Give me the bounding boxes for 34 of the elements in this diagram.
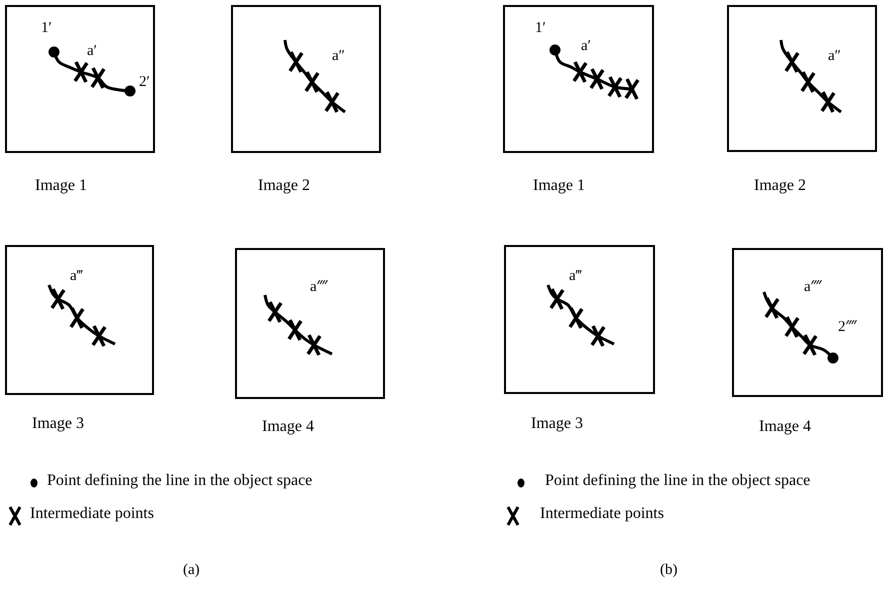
point-label: 2⁗ (838, 320, 856, 335)
image-caption: Image 3 (531, 415, 583, 433)
legend-text: Intermediate points (540, 505, 664, 523)
image-caption: Image 3 (32, 415, 84, 433)
point-label: a‴ (70, 269, 83, 284)
image-frame (727, 5, 877, 152)
image-caption: Image 4 (262, 418, 314, 436)
image-frame (732, 248, 883, 397)
point-label: 1′ (41, 21, 52, 36)
image-caption: Image 1 (35, 177, 87, 195)
point-label: a⁗ (310, 280, 328, 295)
legend-text: Point defining the line in the object space (545, 472, 810, 490)
panel-label: (b) (660, 562, 678, 579)
point-label: 1′ (535, 21, 546, 36)
panel-label: (a) (183, 562, 200, 579)
point-label: 2′ (139, 75, 150, 90)
point-label: a‴ (569, 269, 582, 284)
image-frame (5, 5, 155, 153)
image-frame (504, 245, 655, 394)
image-frame (5, 245, 154, 395)
point-label: a″ (332, 49, 345, 64)
image-caption: Image 4 (759, 418, 811, 436)
image-frame (235, 248, 385, 399)
image-frame (503, 5, 654, 153)
image-caption: Image 2 (258, 177, 310, 195)
legend-text: Point defining the line in the object space (47, 472, 312, 490)
image-caption: Image 2 (754, 177, 806, 195)
point-label: a′ (87, 44, 97, 59)
point-label: a⁗ (804, 280, 822, 295)
point-label: a″ (828, 49, 841, 64)
point-label: a′ (581, 39, 591, 54)
image-caption: Image 1 (533, 177, 585, 195)
image-frame (231, 5, 381, 153)
legend-text: Intermediate points (30, 505, 154, 523)
